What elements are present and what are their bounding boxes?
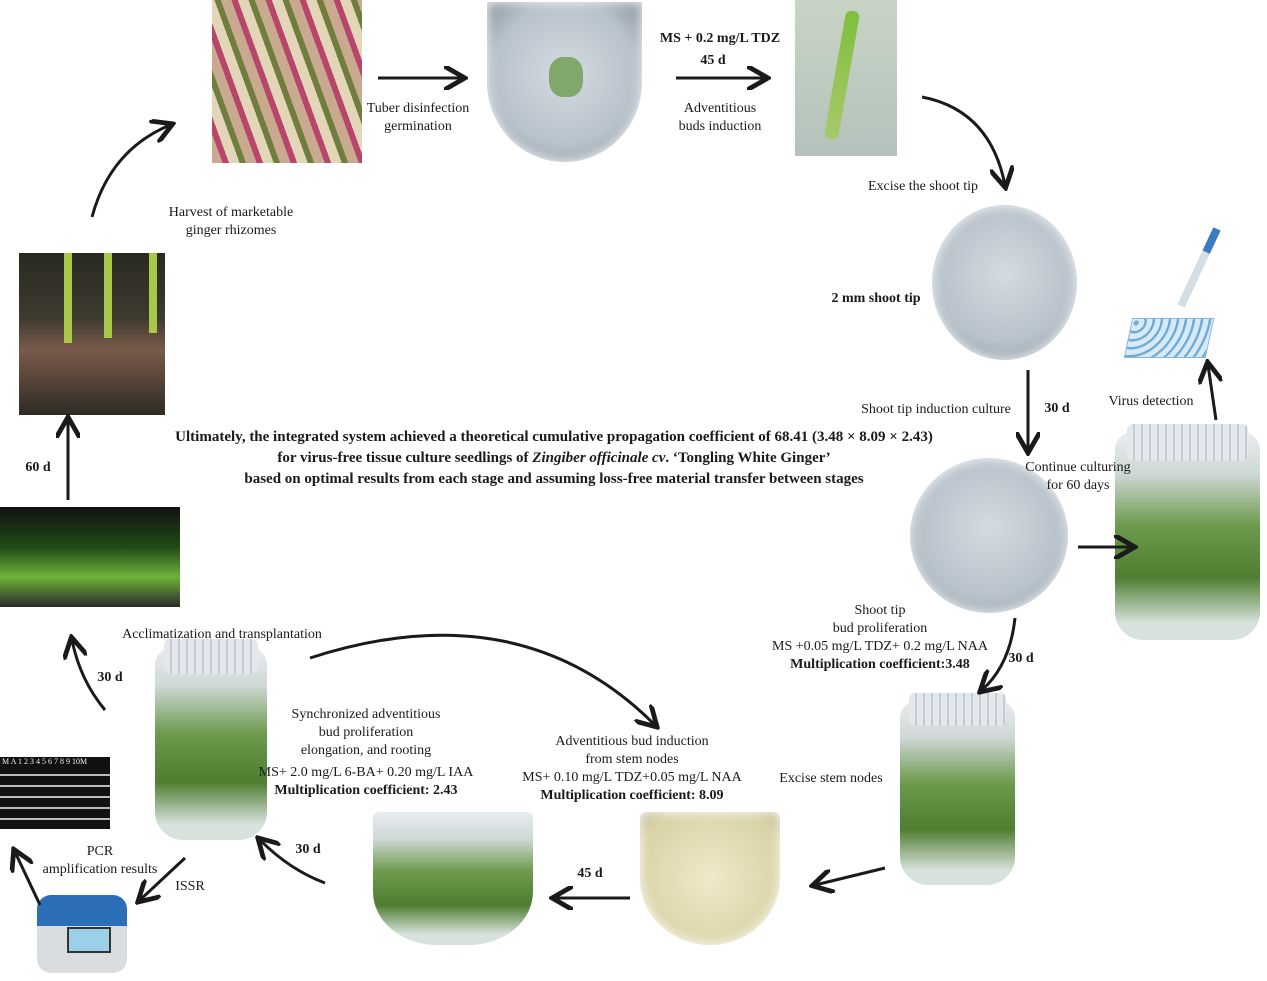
line: Shoot tip (854, 603, 906, 618)
duration-30d-b: 30 d (1008, 651, 1034, 666)
continue-label: Continue culturing for 60 days (1025, 459, 1130, 495)
arrow-30d-c (260, 840, 326, 885)
shoot-tip-dish-photo (932, 205, 1077, 360)
virus-detection-label: Virus detection (1108, 394, 1194, 409)
line: MS +0.05 mg/L TDZ+ 0.2 mg/L NAA (772, 639, 988, 654)
line: Multiplication coefficient:3.48 (790, 657, 970, 672)
line: MS+ 2.0 mg/L 6-BA+ 0.20 mg/L IAA (258, 765, 474, 780)
line: Harvest of marketable (168, 205, 294, 220)
arrow-prolif (982, 617, 1017, 690)
duration-45d-bottom: 45 d (577, 866, 603, 881)
arrow-virus (1208, 365, 1216, 421)
sync-label: Synchronized adventitious bud proliferati… (259, 706, 474, 800)
text: for virus-free tissue culture seedlings … (277, 450, 533, 466)
line: bud proliferation (832, 621, 928, 636)
line: Multiplication coefficient: 2.43 (274, 783, 458, 798)
shoot-photo (795, 0, 897, 156)
pcr-label: PCR amplification results (43, 843, 158, 879)
line: Adventitious (683, 101, 757, 116)
line: amplification results (42, 862, 158, 877)
arrow-stem (815, 866, 886, 885)
shoot-tip-2mm-label: 2 mm shoot tip (831, 291, 921, 306)
ms-tdz-label: MS + 0.2 mg/L TDZ (659, 31, 781, 46)
line: elongation, and rooting (300, 743, 432, 758)
tuber-line: germination (384, 119, 452, 134)
culture-jar-60d-photo (1115, 423, 1260, 640)
summary-line: for virus-free tissue culture seedlings … (175, 448, 933, 469)
stem-node-jar-photo (900, 692, 1015, 885)
arrow-harvest (90, 125, 170, 218)
harvest-soil-photo (19, 253, 165, 415)
line: bud proliferation (318, 725, 414, 740)
acclimatization-label: Acclimatization and transplantation (122, 627, 322, 642)
pcr-gel-photo: M A 1 2 3 4 5 6 7 8 9 10M (0, 757, 110, 829)
tuber-label: Tuber disinfection germination (367, 100, 470, 136)
duration-30d-c: 30 d (295, 842, 321, 857)
issr-label: ISSR (175, 879, 205, 894)
line: Synchronized adventitious (291, 707, 441, 722)
line: for 60 days (1046, 478, 1110, 493)
arrow-excise (921, 95, 1005, 185)
germination-dish-photo (487, 2, 642, 162)
line: MS+ 0.10 mg/L TDZ+0.05 mg/L NAA (522, 770, 742, 785)
rhizome-photo (212, 0, 362, 163)
summary-line: based on optimal results from each stage… (244, 471, 864, 487)
seedlings-photo (0, 507, 180, 607)
species-name: Zingiber officinale cv (532, 450, 666, 466)
tuber-line: Tuber disinfection (366, 101, 470, 116)
line: Adventitious bud induction (555, 734, 709, 749)
proliferation-dish-photo (910, 458, 1068, 613)
line: Continue culturing (1025, 460, 1131, 475)
thermocycler-icon (37, 895, 127, 973)
duration-60d: 60 d (25, 460, 51, 475)
gel-lane-labels: M A 1 2 3 4 5 6 7 8 9 10M (0, 757, 110, 767)
stem-node-dish-photo (640, 812, 780, 945)
arrow-pcr (15, 852, 42, 906)
arrow-sync (309, 633, 655, 725)
text: . ‘Tongling White Ginger’ (665, 450, 831, 466)
proliferation-label: Shoot tip bud proliferation MS +0.05 mg/L … (772, 602, 988, 674)
line: from stem nodes (585, 752, 679, 767)
summary-line: Ultimately, the integrated system achiev… (175, 429, 933, 445)
adventitious-buds-label: Adventitious buds induction (679, 100, 762, 136)
excise-tip-label: Excise the shoot tip (867, 179, 979, 194)
line: ginger rhizomes (185, 223, 277, 238)
line: PCR (86, 844, 114, 859)
line: buds induction (678, 119, 762, 134)
summary-text: Ultimately, the integrated system achiev… (175, 427, 933, 490)
duration-30d-a: 30 d (1044, 401, 1070, 416)
tip-induction-label: Shoot tip induction culture (861, 402, 1011, 417)
harvest-label: Harvest of marketable ginger rhizomes (169, 204, 293, 240)
arrow-acclim (72, 640, 107, 711)
rooting-jar-photo (155, 639, 267, 840)
line: Multiplication coefficient: 8.09 (540, 788, 724, 803)
duration-30d-d: 30 d (97, 670, 123, 685)
duration-45d-top: 45 d (700, 53, 726, 68)
adventitious-bud-jar-photo (373, 812, 533, 945)
arrow-issr (140, 856, 187, 900)
stem-induction-label: Adventitious bud induction from stem node… (522, 733, 741, 805)
excise-stem-label: Excise stem nodes (779, 771, 883, 786)
